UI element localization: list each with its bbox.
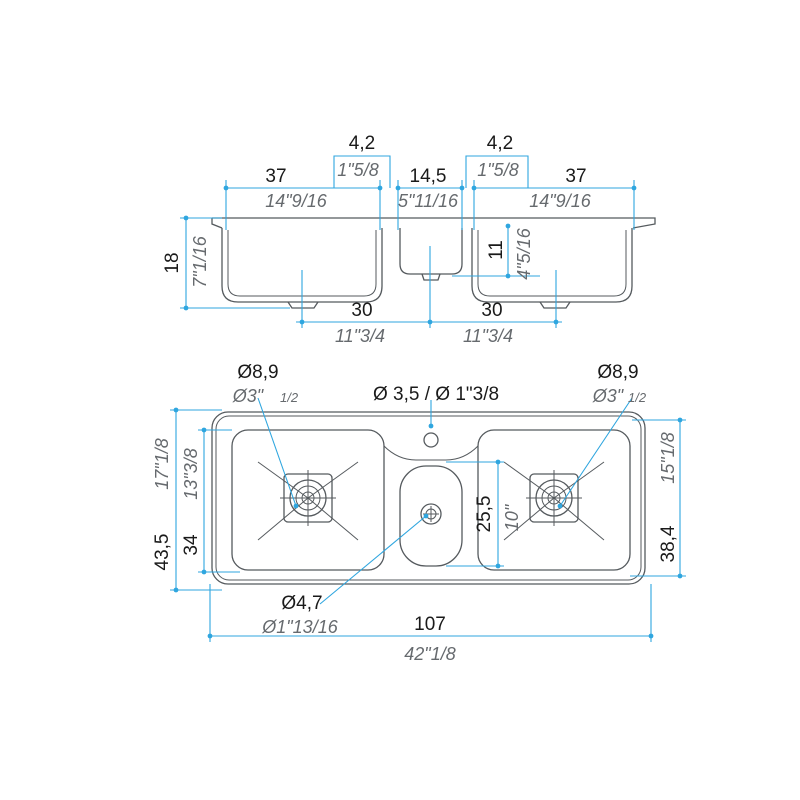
- small-depth-cm: 11: [486, 240, 507, 260]
- plan-labels: Ø8,9 Ø3" 1/2 Ø8,9 Ø3" 1/2 Ø 3,5 / Ø 1"3/…: [152, 362, 679, 664]
- sink-outline: [211, 411, 646, 585]
- section-dimensions: [180, 155, 637, 328]
- center-bowl-section: [399, 228, 463, 275]
- small-drain-dia-cm: Ø4,7: [281, 593, 322, 614]
- left-drain-cm: 30: [351, 300, 372, 321]
- plan-view: [211, 411, 646, 585]
- left-gap-in: 1"5/8: [337, 160, 378, 180]
- tap-ledge: [383, 445, 479, 461]
- sink-outline-inner: [215, 415, 642, 581]
- center-bowl: [399, 465, 463, 567]
- left-gap-cm: 4,2: [349, 133, 375, 154]
- depth-cm: 18: [162, 252, 183, 273]
- left-bowl: [231, 429, 385, 571]
- right-width-in: 14"9/16: [529, 191, 591, 211]
- right-drain-cm: 30: [481, 300, 502, 321]
- right-width-cm: 37: [565, 166, 586, 187]
- overall-width-in: 42"1/8: [404, 644, 455, 664]
- overall-depth-in: 17"1/8: [152, 438, 172, 489]
- right-drain-dia-cm: Ø8,9: [597, 362, 638, 383]
- depth-in: 7"1/16: [190, 235, 210, 287]
- overall-depth-cm: 43,5: [152, 534, 173, 571]
- small-bowl-cm: 25,5: [474, 496, 495, 533]
- right-bowl-section: [471, 228, 633, 303]
- small-bowl-in: 10": [502, 503, 522, 531]
- section-labels: 37 14"9/16 4,2 1"5/8 14,5 5"11/16 4,2 1"…: [162, 133, 592, 346]
- rim-left: [211, 218, 223, 229]
- small-depth-in: 4"5/16: [514, 227, 534, 279]
- left-strainer: [257, 461, 359, 541]
- left-width-cm: 37: [265, 166, 286, 187]
- left-drain-fraction: 1/2: [280, 390, 299, 405]
- left-drain-in: 11"3/4: [335, 326, 385, 346]
- overall-width-cm: 107: [414, 614, 446, 635]
- rim-line: [212, 217, 656, 229]
- tap-hole: [423, 432, 439, 448]
- left-drain-dia-cm: Ø8,9: [237, 362, 278, 383]
- right-drain-fraction: 1/2: [628, 390, 647, 405]
- small-drain-dia-in: Ø1"13/16: [261, 617, 338, 637]
- right-gap-in: 1"5/8: [477, 160, 518, 180]
- left-drain-dia-in: Ø3": [232, 386, 265, 406]
- tap-hole-label: Ø 3,5 / Ø 1"3/8: [373, 384, 499, 405]
- right-gap-cm: 4,2: [487, 133, 513, 154]
- right-strainer: [503, 461, 605, 541]
- center-width-cm: 14,5: [410, 166, 447, 187]
- right-depth-in: 15"1/8: [658, 432, 678, 483]
- center-drain-stub: [421, 273, 441, 281]
- bowl-depth-in: 13"3/8: [181, 448, 201, 499]
- bowl-depth-cm: 34: [181, 534, 202, 556]
- left-width-in: 14"9/16: [265, 191, 327, 211]
- right-depth-cm: 38,4: [658, 525, 679, 562]
- right-drain-dia-in: Ø3": [592, 386, 625, 406]
- right-bowl-inner: [477, 230, 627, 297]
- center-width-in: 5"11/16: [398, 191, 459, 211]
- right-drain-stub: [539, 301, 571, 309]
- right-drain-in: 11"3/4: [463, 326, 513, 346]
- plan-dimensions: [170, 397, 686, 642]
- left-drain-stub: [287, 301, 319, 309]
- right-bowl: [477, 429, 631, 571]
- small-drain: [420, 503, 442, 525]
- section-view: [211, 217, 656, 309]
